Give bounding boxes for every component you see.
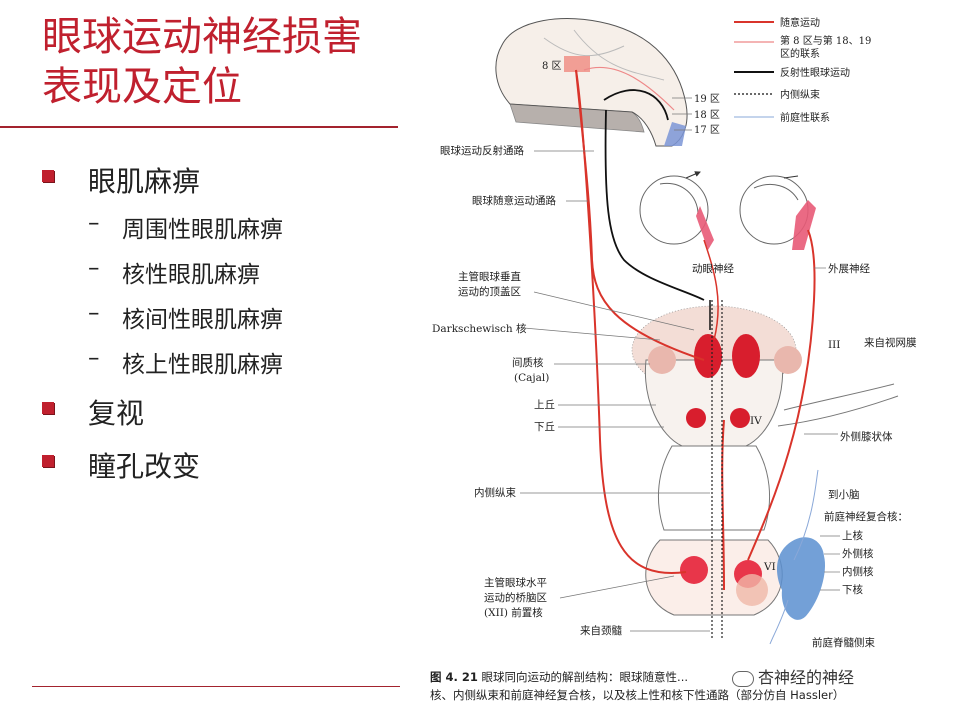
horizontal-center-label-a: 主管眼球水平 — [484, 576, 547, 589]
right-eye-muscle — [792, 200, 816, 250]
diagram-legend: 随意运动 第 8 区与第 18、19 区的联系 反射性眼球运动 内侧纵束 前庭性… — [734, 16, 871, 124]
voluntary-path-label: 眼球随意运动通路 — [472, 194, 556, 207]
sup-nucleus-label: 上核 — [842, 529, 863, 542]
cajal-label-a: 间质核 — [512, 356, 544, 369]
vestibulospinal-label: 前庭脊髓侧束 — [812, 636, 875, 649]
title-line-2: 表现及定位 — [42, 64, 242, 110]
anatomy-figure: 8 区 19 区 18 区 17 区 随意运动 第 8 区与第 18、19 区的… — [424, 0, 960, 720]
sub-bullet-text: 核上性眼肌麻痹 — [122, 352, 283, 378]
sub-bullet-text: 核性眼肌麻痹 — [122, 262, 260, 288]
sub-bullet-dash: – — [88, 255, 100, 281]
area-8-label: 8 区 — [542, 60, 562, 72]
vestibular-pathway — [769, 469, 819, 645]
right-cajal-nucleus — [774, 346, 802, 374]
bullet-text: 复视 — [88, 397, 145, 430]
lgb-label: 外侧膝状体 — [840, 430, 893, 443]
inf-nucleus-label: 下核 — [842, 583, 863, 596]
vertical-center-label-a: 主管眼球垂直 — [458, 270, 521, 283]
inferior-colliculus-label: 下丘 — [534, 421, 555, 433]
area-18-label: 18 区 — [694, 109, 720, 121]
vertical-center-label-b: 运动的顶盖区 — [458, 285, 521, 298]
right-oculomotor-nucleus — [732, 334, 760, 378]
footer-divider — [32, 686, 400, 687]
wechat-icon — [732, 670, 754, 687]
title-divider — [0, 126, 398, 128]
cerebral-cortex-shape — [495, 18, 688, 147]
cn-iii-label: III — [828, 339, 840, 351]
med-nucleus-label: 内侧核 — [842, 565, 874, 578]
watermark-text: 杏神经的神经 — [758, 668, 855, 687]
legend-link-b: 区的联系 — [780, 47, 820, 60]
legend-link-a: 第 8 区与第 18、19 — [780, 34, 871, 47]
area-17-label: 17 区 — [694, 124, 720, 136]
mlf-label: 内侧纵束 — [474, 486, 516, 499]
darkschewitsch-label: Darkschewisch 核 — [432, 322, 527, 335]
right-eye-shape — [739, 175, 809, 245]
sub-bullet-text: 周围性眼肌麻痹 — [122, 217, 283, 243]
eye-movement-pathway-diagram: 8 区 19 区 18 区 17 区 随意运动 第 8 区与第 18、19 区的… — [432, 16, 917, 649]
mlf-pathway — [711, 300, 723, 640]
superior-colliculus-label: 上丘 — [534, 399, 555, 411]
left-abducens-nucleus — [680, 556, 708, 584]
bullet-square-icon — [42, 455, 54, 467]
sub-bullet-dash: – — [88, 300, 100, 326]
lat-nucleus-label: 外侧核 — [842, 547, 874, 560]
horizontal-center-label-c: (XII) 前置核 — [484, 606, 543, 619]
sub-bullet-dash: – — [88, 210, 100, 236]
bullet-text: 瞳孔改变 — [88, 450, 201, 483]
right-trochlear-nucleus — [730, 408, 750, 428]
reflex-pathway — [603, 89, 711, 330]
sub-bullet-text: 核间性眼肌麻痹 — [122, 307, 283, 333]
cn-iv-label: IV — [750, 415, 762, 427]
cn-vi-label: VI — [763, 561, 776, 573]
oculomotor-nerve-label: 动眼神经 — [692, 262, 734, 275]
bullet-square-icon — [42, 170, 54, 182]
figure-number: 图 4. 21 — [430, 670, 478, 684]
caption-line-2: 核、内侧纵束和前庭神经复合核，以及核上性和核下性通路（部分仿自 Hassler） — [430, 688, 845, 702]
bullet-text: 眼肌麻痹 — [88, 165, 201, 198]
cajal-label-b: (Cajal) — [514, 372, 549, 384]
legend-voluntary: 随意运动 — [780, 16, 820, 29]
figure-caption: 图 4. 21 眼球同向运动的解剖结构：眼球随意性... 核、内侧纵束和前庭神经… — [430, 668, 950, 704]
left-oculomotor-nucleus — [694, 334, 722, 378]
legend-reflex: 反射性眼球运动 — [780, 66, 850, 79]
area-19-label: 19 区 — [694, 93, 720, 105]
legend-vestibular: 前庭性联系 — [780, 111, 830, 124]
abducens-nerve-label: 外展神经 — [828, 262, 870, 275]
reflex-path-label: 眼球运动反射通路 — [440, 144, 524, 157]
vestibular-nuclear-complex — [777, 537, 826, 620]
to-cerebellum-label: 到小脑 — [828, 488, 860, 501]
watermark: 杏神经的神经 — [728, 664, 859, 688]
horizontal-center-label-b: 运动的桥脑区 — [484, 591, 547, 604]
left-cajal-nucleus — [648, 346, 676, 374]
caption-line-1: 眼球同向运动的解剖结构：眼球随意性... — [481, 670, 689, 684]
left-eye-muscle — [696, 206, 714, 250]
legend-mlf: 内侧纵束 — [780, 88, 820, 101]
from-retina-label: 来自视网膜 — [864, 336, 917, 349]
vestibular-complex-label: 前庭神经复合核： — [824, 510, 908, 523]
left-eye-shape — [639, 171, 709, 245]
bullet-square-icon — [42, 402, 54, 414]
title-line-1: 眼球运动神经损害 — [42, 14, 362, 60]
from-cervical-label: 来自颈髓 — [580, 624, 622, 637]
sub-bullet-dash: – — [88, 345, 100, 371]
left-trochlear-nucleus — [686, 408, 706, 428]
page-title: 眼球运动神经损害 表现及定位 — [42, 12, 362, 112]
